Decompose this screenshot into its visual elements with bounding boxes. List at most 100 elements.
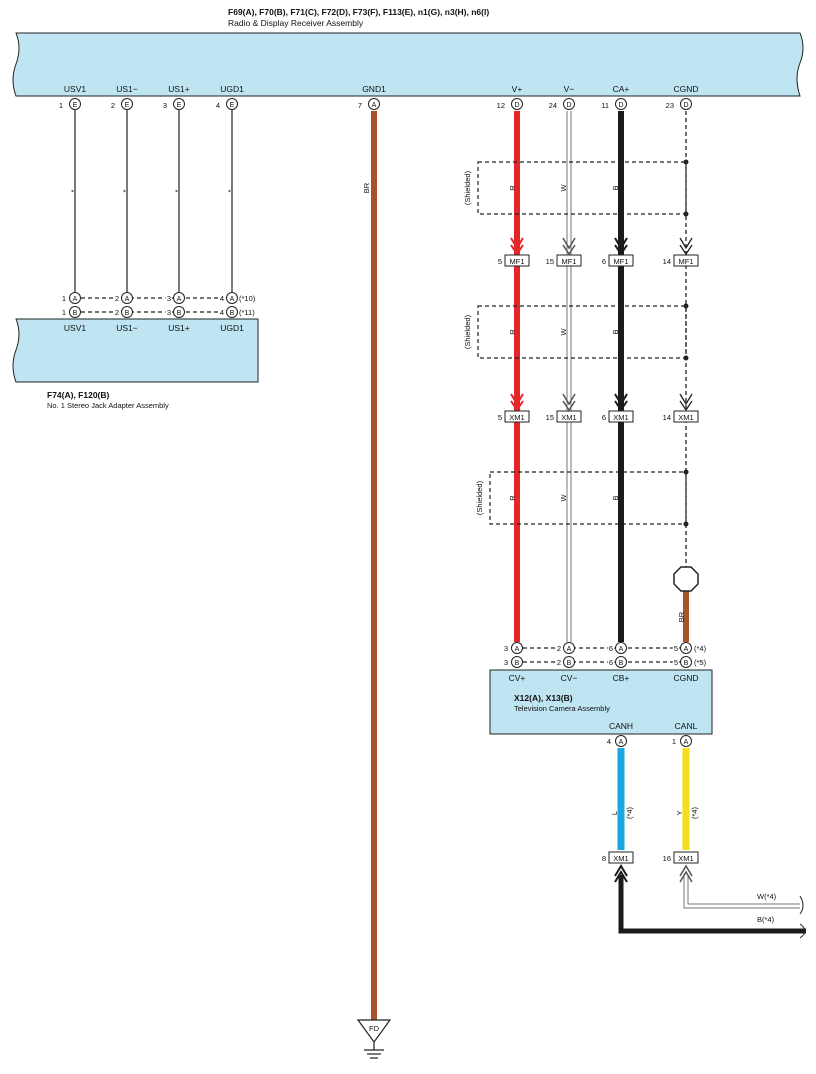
- radio-assembly-connectors: F69(A), F70(B), F71(C), F72(D), F73(F), …: [228, 7, 489, 17]
- svg-text:(*4): (*4): [690, 806, 699, 819]
- radio-pin-v-plus: 12 D: [497, 98, 523, 110]
- svg-text:3: 3: [167, 294, 171, 303]
- svg-text:FD: FD: [369, 1024, 380, 1033]
- camera-wire-color-labels: R W B R W B R W B: [508, 184, 620, 502]
- camera-can-pin-canh: 4 A: [607, 735, 627, 747]
- shield-ground-junction: BR: [673, 566, 699, 622]
- svg-text:(*4): (*4): [625, 806, 634, 819]
- svg-text:E: E: [125, 102, 130, 109]
- svg-text:W: W: [559, 184, 568, 192]
- svg-text:A: A: [125, 296, 130, 303]
- can-wire-labels: L (*4) Y (*4): [610, 806, 699, 819]
- jack-assembly-connectors: F74(A), F120(B): [47, 390, 110, 400]
- svg-text:4: 4: [220, 294, 224, 303]
- svg-text:5: 5: [674, 644, 678, 653]
- svg-text:3: 3: [504, 658, 508, 667]
- svg-text:A: A: [230, 296, 235, 303]
- svg-text:D: D: [566, 102, 571, 109]
- svg-text:W: W: [559, 494, 568, 502]
- svg-text:E: E: [230, 102, 235, 109]
- radio-pin-label-v-minus: V−: [564, 84, 575, 94]
- svg-text:(*4): (*4): [694, 644, 707, 653]
- svg-text:XM1: XM1: [561, 413, 576, 422]
- svg-text:B: B: [619, 660, 624, 667]
- svg-text:L: L: [610, 811, 619, 815]
- radio-pin-ca-plus: 11 D: [601, 98, 627, 110]
- svg-text:12: 12: [497, 101, 505, 110]
- svg-text:2: 2: [111, 101, 115, 110]
- radio-pin-label-us1-plus: US1+: [168, 84, 190, 94]
- svg-text:R: R: [508, 495, 517, 501]
- jack-label-us1-plus: US1+: [168, 323, 190, 333]
- svg-text:A: A: [73, 296, 78, 303]
- jack-connector-row-b: 1 B 2 B 3 B 4 B (*11): [62, 306, 255, 319]
- svg-text:8: 8: [602, 854, 606, 863]
- radio-pin-label-ugd1: UGD1: [220, 84, 244, 94]
- svg-text:6: 6: [609, 658, 613, 667]
- svg-text:MF1: MF1: [679, 257, 694, 266]
- radio-pin-label-gnd1: GND1: [362, 84, 386, 94]
- radio-pin-label-us1-minus: US1−: [116, 84, 138, 94]
- shield-box-3: (Shielded): [475, 469, 689, 527]
- camera-label-cgnd: CGND: [673, 673, 698, 683]
- wire-code-ugd1: *: [226, 189, 235, 192]
- svg-text:B: B: [515, 660, 520, 667]
- camera-label-cv-minus: CV−: [561, 673, 578, 683]
- camera-can-pin-canl: 1 A: [672, 735, 692, 747]
- bus-break-mark-black: [799, 923, 806, 939]
- camera-connector-row-a: 3 A 2 A 6 A 5 A (*4): [504, 642, 707, 655]
- svg-text:A: A: [567, 646, 572, 653]
- svg-text:Y: Y: [675, 810, 684, 815]
- svg-text:2: 2: [115, 294, 119, 303]
- svg-text:2: 2: [115, 308, 119, 317]
- svg-text:D: D: [618, 102, 623, 109]
- svg-text:2: 2: [557, 658, 561, 667]
- jack-label-ugd1: UGD1: [220, 323, 244, 333]
- svg-text:2: 2: [557, 644, 561, 653]
- wire-color-gnd1: BR: [362, 182, 371, 193]
- svg-text:BR: BR: [677, 611, 686, 622]
- svg-text:4: 4: [220, 308, 224, 317]
- radio-pin-cgnd: 23 D: [666, 98, 692, 110]
- camera-label-canl: CANL: [675, 721, 698, 731]
- svg-text:16: 16: [663, 854, 671, 863]
- jack-label-us1-minus: US1−: [116, 323, 138, 333]
- svg-text:3: 3: [163, 101, 167, 110]
- bus-label-black: B(*4): [757, 915, 775, 924]
- svg-text:R: R: [508, 185, 517, 191]
- svg-text:B: B: [611, 185, 620, 190]
- radio-assembly-box: [12, 32, 804, 97]
- svg-text:B: B: [125, 310, 130, 317]
- svg-text:14: 14: [663, 413, 671, 422]
- wire-code-us1-plus: *: [173, 189, 182, 192]
- camera-assembly-box: [489, 669, 713, 735]
- svg-text:6: 6: [609, 644, 613, 653]
- camera-connector-row-b: 3 B 2 B 6 B 5 B (*5): [504, 656, 707, 669]
- svg-text:3: 3: [504, 644, 508, 653]
- svg-text:MF1: MF1: [510, 257, 525, 266]
- svg-text:W: W: [559, 328, 568, 336]
- svg-text:A: A: [619, 646, 624, 653]
- svg-text:23: 23: [666, 101, 674, 110]
- xm1-connector: 5 XM1 15 XM1 6 XM1 14 XM1: [498, 393, 699, 423]
- svg-text:1: 1: [672, 737, 676, 746]
- svg-text:E: E: [177, 102, 182, 109]
- svg-text:MF1: MF1: [614, 257, 629, 266]
- camera-assembly-name: Television Camera Assembly: [514, 704, 610, 713]
- wire-code-usv1: *: [69, 189, 78, 192]
- svg-text:B: B: [230, 310, 235, 317]
- camera-assembly-connectors: X12(A), X13(B): [514, 693, 573, 703]
- camera-label-cv-plus: CV+: [509, 673, 526, 683]
- svg-text:4: 4: [607, 737, 611, 746]
- svg-text:D: D: [514, 102, 519, 109]
- radio-pin-gnd1: 7 A: [358, 98, 380, 110]
- svg-text:XM1: XM1: [613, 854, 628, 863]
- svg-text:B: B: [611, 495, 620, 500]
- svg-text:E: E: [73, 102, 78, 109]
- svg-text:B: B: [567, 660, 572, 667]
- svg-text:B: B: [177, 310, 182, 317]
- wire-code-us1-minus: *: [121, 189, 130, 192]
- svg-text:15: 15: [546, 413, 554, 422]
- svg-text:B: B: [684, 660, 689, 667]
- svg-text:(Shielded): (Shielded): [463, 314, 472, 349]
